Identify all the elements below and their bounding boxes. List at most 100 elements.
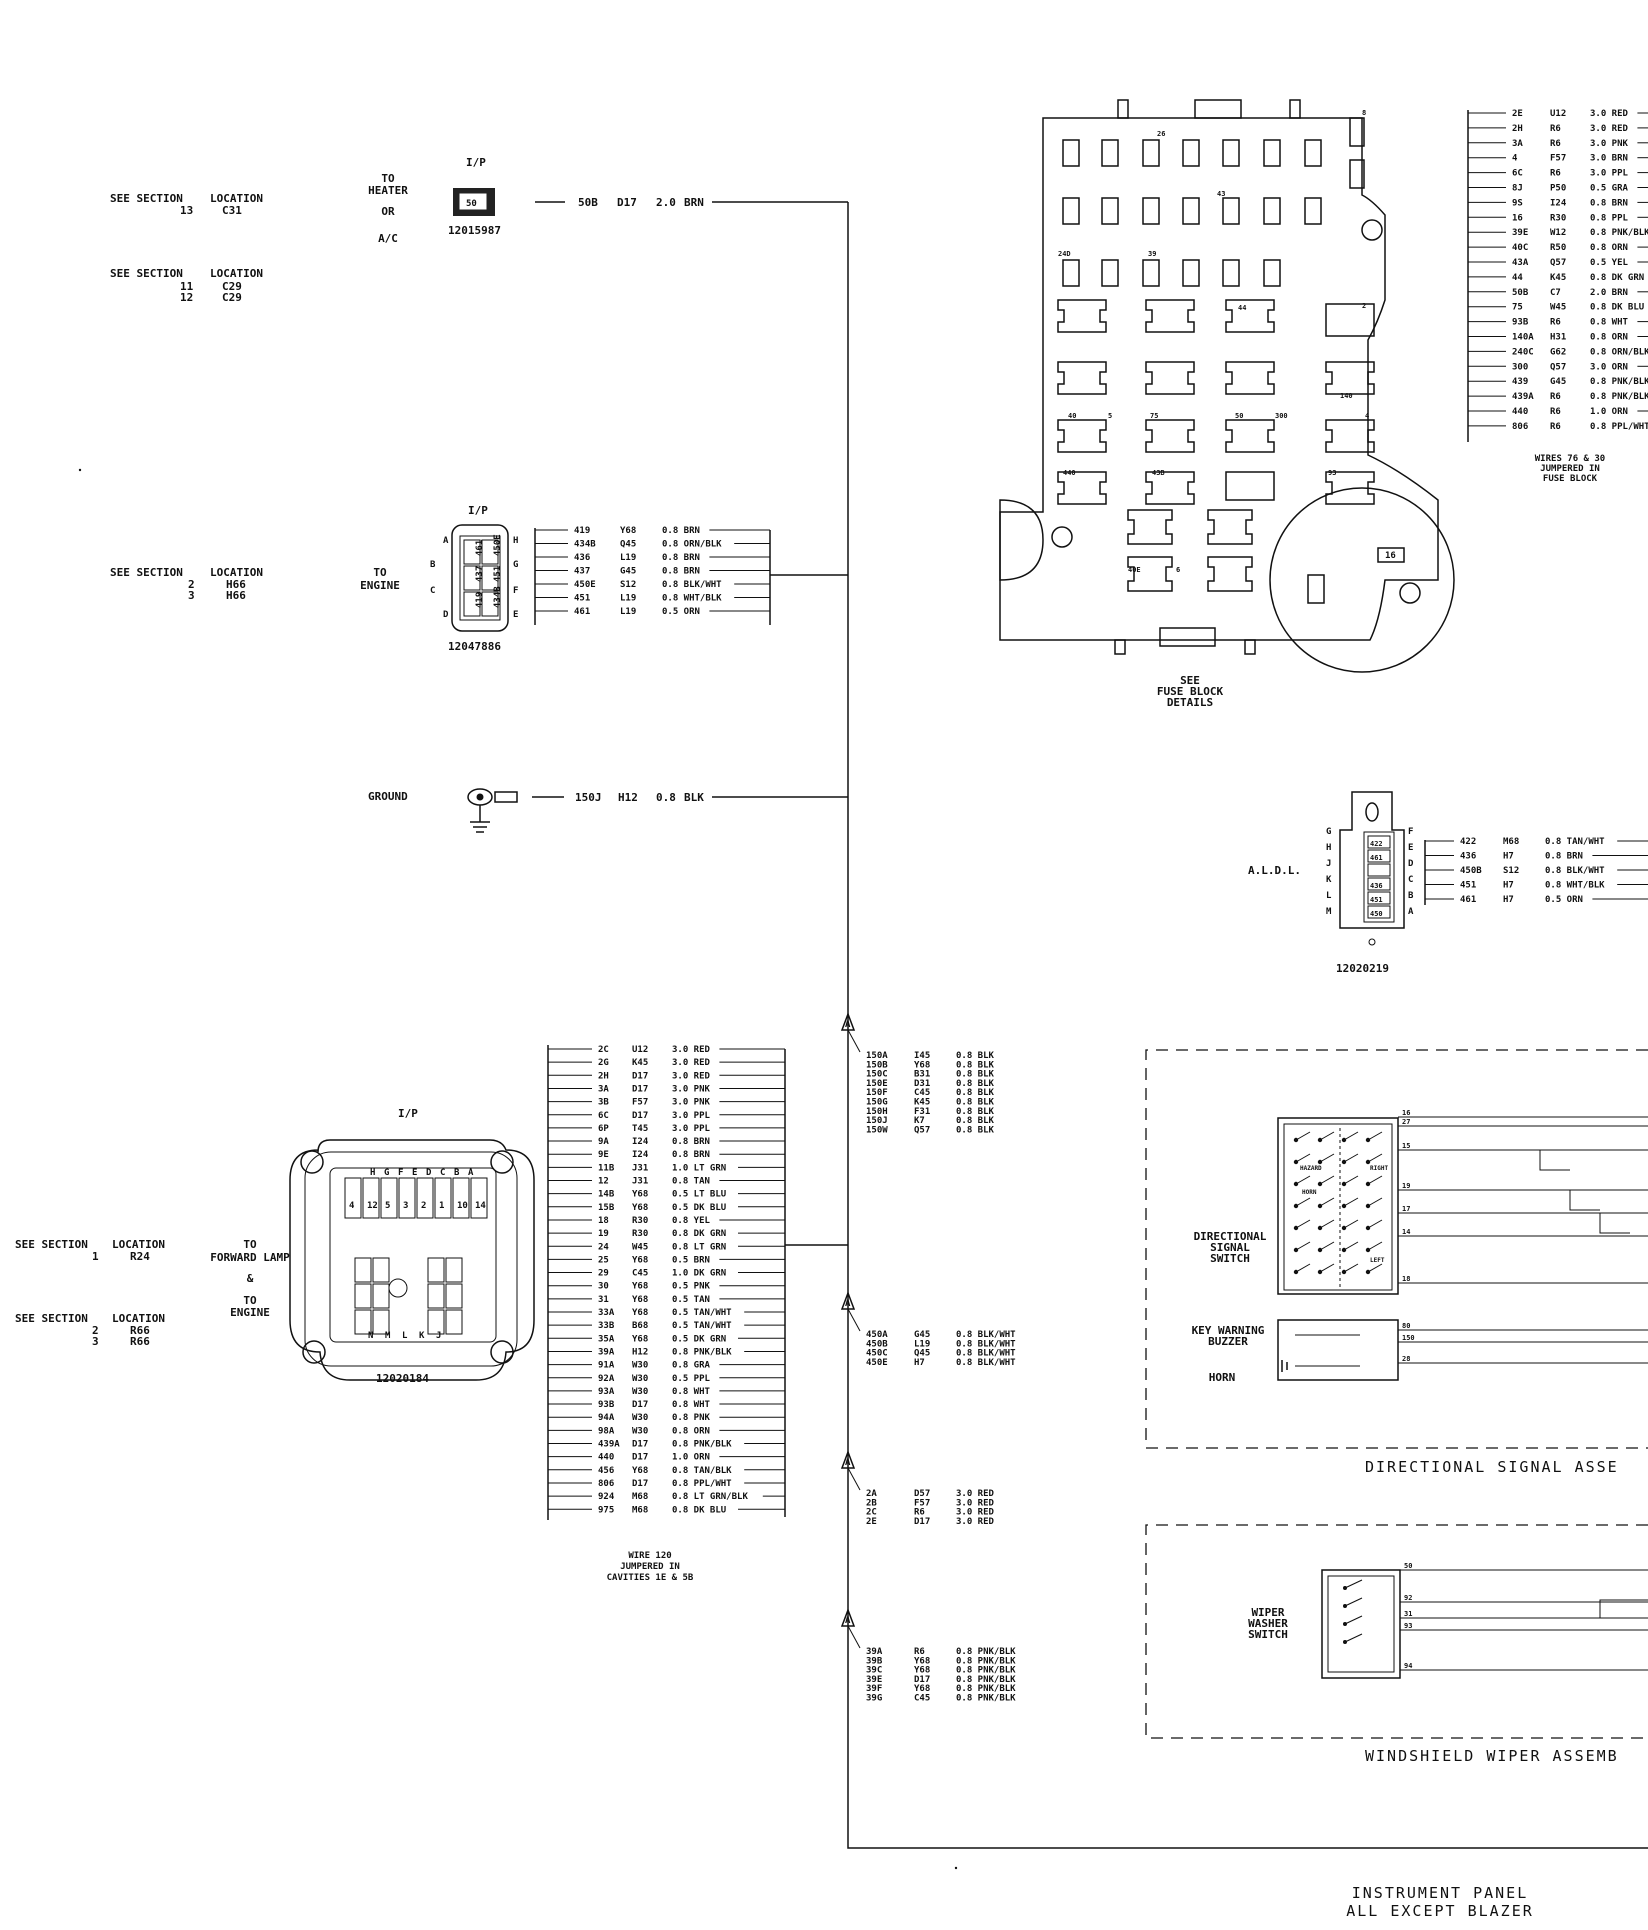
- wire-code: U12: [632, 1045, 648, 1055]
- cavity-letter: H: [1326, 843, 1331, 853]
- wire-circuit: 92A: [598, 1374, 615, 1384]
- wire-code: R6: [1550, 169, 1561, 179]
- switch-blade: [1367, 1153, 1383, 1163]
- splice-circuit: 39C: [866, 1666, 882, 1676]
- heater-connector-group: SEE SECTION LOCATION 13 C31 SEE SECTION …: [110, 156, 848, 304]
- cavity-letter: E: [1408, 843, 1413, 853]
- wire-circuit: 93B: [1512, 318, 1529, 328]
- to-label: ENGINE: [230, 1306, 270, 1319]
- directional-switch-body: [1277, 1117, 1399, 1295]
- pin-number: 27: [1402, 1118, 1410, 1126]
- wire-circuit: 806: [1512, 422, 1528, 432]
- cavity-number: 5: [385, 1201, 390, 1211]
- wire-size-color: 0.8 BRN: [662, 553, 700, 563]
- page-title-line1: INSTRUMENT PANEL: [1352, 1884, 1529, 1902]
- wire-size-color: 0.8 PNK: [672, 1413, 711, 1423]
- wire-code: Y68: [632, 1190, 648, 1200]
- ref-section-label: SEE SECTION: [15, 1312, 88, 1325]
- buzzer-label: KEY WARNING: [1192, 1324, 1265, 1337]
- fuse-holder: [1325, 419, 1375, 453]
- cavity-letter: D: [1408, 859, 1414, 869]
- wire-circuit: 439A: [1512, 392, 1534, 402]
- cavity-cell: [463, 591, 481, 617]
- wire-code: W30: [632, 1361, 648, 1371]
- splice-circuit: 39G: [866, 1694, 882, 1704]
- switch-label: SIGNAL: [1210, 1241, 1250, 1254]
- switch-tag: HORN: [1302, 1189, 1317, 1196]
- splice-marker-letter: A: [845, 1616, 851, 1626]
- cavity-number: 14: [475, 1201, 486, 1211]
- wire-size-color: 0.8 PPL/WHT: [672, 1479, 732, 1489]
- wire-code: Y68: [632, 1308, 648, 1318]
- wire-circuit: 437: [574, 567, 590, 577]
- wire-code: L19: [620, 607, 636, 617]
- buzzer-label: BUZZER: [1208, 1335, 1248, 1348]
- wire-code: Y68: [632, 1203, 648, 1213]
- ref-location-value: R24: [130, 1250, 150, 1263]
- splice-circuit: 450B: [866, 1339, 888, 1349]
- splice-code: R6: [914, 1508, 925, 1518]
- cavity-letter: J: [1326, 859, 1331, 869]
- wire-size-color: 3.0 PPL: [672, 1124, 711, 1134]
- wire-code: Y68: [632, 1282, 648, 1292]
- note-line: CAVITIES 1E & 5B: [607, 1573, 694, 1583]
- ref-location-label: LOCATION: [112, 1238, 165, 1251]
- fuse-cavity-label: 6: [1176, 566, 1180, 574]
- fuse-slot: [1101, 259, 1119, 287]
- switch-blade: [1367, 1241, 1383, 1251]
- cavity-label: B: [430, 560, 436, 570]
- to-label: TO: [373, 566, 387, 579]
- fuse-cavity-label: 39: [1148, 250, 1156, 258]
- wire-size-color: 3.0 ORN: [1590, 362, 1628, 372]
- fuse-slot: [1349, 159, 1365, 189]
- fuse-block-outline: [999, 117, 1439, 641]
- wire-size-color: 0.8 WHT/BLK: [1545, 881, 1605, 891]
- splice-lead: [847, 1029, 861, 1053]
- wire-size-color: 2.0 BRN: [1590, 288, 1628, 298]
- wire-color: BRN: [684, 196, 704, 209]
- wire-size-color: 0.8 WHT: [672, 1400, 711, 1410]
- wire-circuit: 39A: [598, 1347, 615, 1357]
- switch-blade: [1344, 1597, 1363, 1607]
- splice-lead: [847, 1467, 861, 1491]
- forward-lamp-connector-shell: [289, 1139, 535, 1381]
- wire-code: H7: [1503, 881, 1514, 891]
- ref-location-label: LOCATION: [210, 566, 263, 579]
- wire-code: Q57: [1550, 362, 1566, 372]
- page-title-line2: ALL EXCEPT BLAZER: [1346, 1902, 1534, 1920]
- wire-code: U12: [1550, 109, 1566, 119]
- splice-size-color: 0.8 BLK: [956, 1070, 995, 1080]
- ref-section-value: 11: [180, 280, 194, 293]
- splice-size-color: 0.8 BLK: [956, 1060, 995, 1070]
- cavity-cell: [1367, 905, 1391, 919]
- fuse-holder: [1225, 361, 1275, 395]
- wire-size-color: 0.8 ORN: [672, 1426, 710, 1436]
- splice-code: K7: [914, 1116, 925, 1126]
- wire-code: Y68: [632, 1255, 648, 1265]
- splice-lead: [847, 1308, 861, 1332]
- fuse-cavity-label: 24D: [1058, 250, 1071, 258]
- forward-lamp-connector-group: SEE SECTION LOCATION 1 R24 SEE SECTION L…: [15, 1045, 848, 1583]
- wire-circuit: 18: [598, 1216, 609, 1226]
- wire-circuit: 240C: [1512, 347, 1534, 357]
- wire-circuit: 2H: [598, 1071, 609, 1081]
- splice-circuit: 150W: [866, 1125, 888, 1135]
- cavity-number: 434B: [493, 586, 503, 608]
- wire-circuit: 436: [574, 553, 590, 563]
- fuse-holder: [1127, 509, 1173, 545]
- cavity-letter: F: [398, 1168, 403, 1178]
- splice-circuit: 39B: [866, 1656, 883, 1666]
- switch-blade: [1319, 1263, 1335, 1273]
- fuse-cavity-label: 26: [1157, 130, 1165, 138]
- splice-code: B31: [914, 1070, 930, 1080]
- cavity-letter: A: [468, 1168, 474, 1178]
- heater-connector-pin: [459, 193, 487, 210]
- wire-code: R6: [1550, 392, 1561, 402]
- wire-code: Y68: [632, 1466, 648, 1476]
- cavity-cell: [1367, 891, 1391, 905]
- fuse-cavity-label: 4: [1365, 412, 1369, 420]
- splice-code: R6: [914, 1647, 925, 1657]
- splice-size-color: 0.8 BLK/WHT: [956, 1358, 1016, 1368]
- cavity-cell: [434, 1177, 452, 1219]
- fuse-cavity-label: 140: [1340, 392, 1353, 400]
